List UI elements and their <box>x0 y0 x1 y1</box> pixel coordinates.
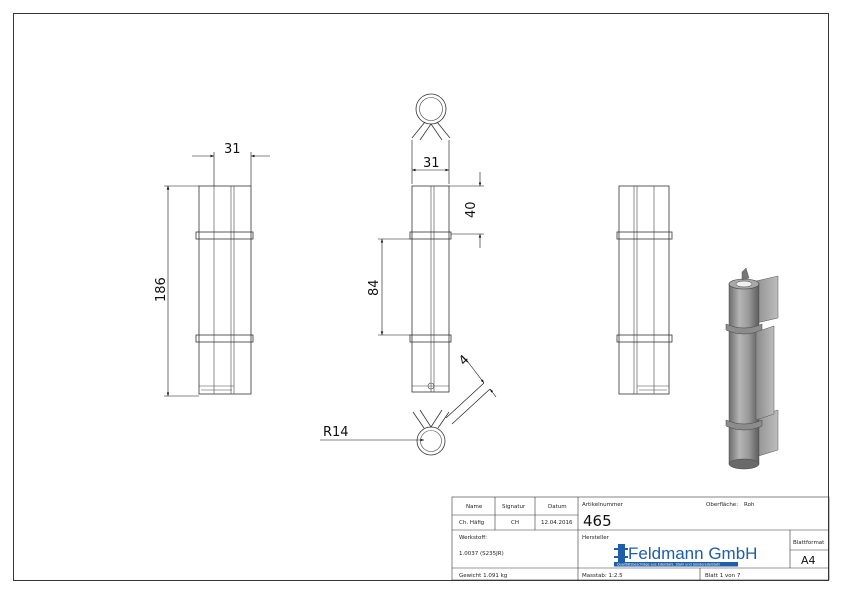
feldmann-logo: Feldmann GmbH Qualitätsbeschläge aus Ede… <box>614 544 757 567</box>
tb-surface-value: Roh <box>744 502 755 508</box>
tb-signature-value: CH <box>511 520 519 526</box>
tb-weight: Gewicht 1.091 kg <box>459 573 507 579</box>
tb-scale: Masstab: 1:2.5 <box>582 573 623 579</box>
dim-height-total-text: 186 <box>154 277 169 302</box>
tb-date-label: Datum <box>548 504 567 510</box>
dimension-radius: R14 <box>320 425 424 442</box>
tb-article-label: Artikelnummer <box>582 502 624 508</box>
tb-date-value: 12.04.2016 <box>541 520 573 526</box>
dim-radius-text: R14 <box>323 425 349 440</box>
side-view-left <box>195 185 254 395</box>
tb-signature-label: Signatur <box>502 504 526 510</box>
dimension-top-segment: 40 <box>449 172 484 248</box>
tb-material-value: 1.0037 (S235JR) <box>459 551 504 557</box>
dimension-pin-gap: 4 <box>445 352 497 425</box>
dimension-segment-length: 84 <box>367 238 410 336</box>
top-view-knuckle <box>411 93 451 141</box>
dim-width-front-text: 31 <box>423 156 440 171</box>
tb-name-label: Name <box>466 504 483 510</box>
dimension-width-front: 31 <box>411 140 450 184</box>
tb-manufacturer-label: Hersteller <box>582 535 610 541</box>
logo-subtext: Qualitätsbeschläge aus Edelstahl, Stahl … <box>617 563 720 567</box>
dim-width-left-text: 31 <box>224 142 241 157</box>
dim-pin-gap-text: 4 <box>456 352 472 368</box>
tb-sheet-number: Blatt 1 von 7 <box>705 573 741 579</box>
tb-sheet-format-label: Blattformat <box>793 540 825 546</box>
dim-segment-length-text: 84 <box>367 279 382 296</box>
dim-top-segment-text: 40 <box>464 201 479 218</box>
dimension-height-total: 186 <box>154 185 199 397</box>
tb-sheet-format-value: A4 <box>801 554 816 567</box>
title-block: Name Signatur Datum Ch. Häfig CH 12.04.2… <box>451 496 830 581</box>
dimension-width-left: 31 <box>192 142 270 186</box>
logo-text: Feldmann GmbH <box>628 544 757 563</box>
side-view-right <box>616 185 673 395</box>
tb-name-value: Ch. Häfig <box>459 520 484 526</box>
bottom-view-knuckle <box>412 409 450 456</box>
isometric-render <box>725 267 779 470</box>
front-view <box>409 185 452 393</box>
sheet-border <box>13 13 829 581</box>
tb-article-value: 465 <box>583 512 612 530</box>
tb-surface-label: Oberfläche: <box>706 502 738 508</box>
tb-material-label: Werkstoff: <box>459 535 487 541</box>
